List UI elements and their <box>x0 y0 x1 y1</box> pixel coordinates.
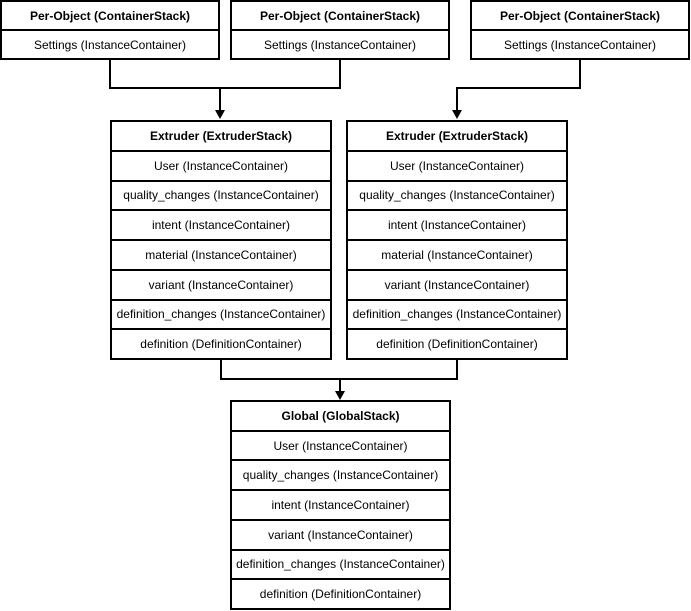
node-row: Settings (InstanceContainer) <box>472 29 688 58</box>
node-row: definition_changes (InstanceContainer) <box>232 548 449 579</box>
node-row: definition_changes (InstanceContainer) <box>112 298 330 329</box>
node-row: variant (InstanceContainer) <box>112 268 330 299</box>
node-title: Per-Object (ContainerStack) <box>499 8 661 23</box>
edge-stem-to-extruder-1 <box>219 88 221 110</box>
node-title: Extruder (ExtruderStack) <box>149 128 293 143</box>
node-row: User (InstanceContainer) <box>348 149 566 180</box>
node-row: User (InstanceContainer) <box>112 149 330 180</box>
node-row: material (InstanceContainer) <box>112 239 330 269</box>
node-row: Settings (InstanceContainer) <box>232 29 448 58</box>
node-row: variant (InstanceContainer) <box>232 518 449 549</box>
edge-merge-to-extruder-1 <box>109 87 341 89</box>
node-title: Global (GlobalStack) <box>281 408 400 423</box>
arrowhead-to-extruder-2 <box>452 110 462 119</box>
node-title: Per-Object (ContainerStack) <box>29 8 191 23</box>
edge-per-object-3-down <box>579 60 581 89</box>
edge-per-object-2-down <box>339 60 341 89</box>
node-row: definition (DefinitionContainer) <box>112 328 330 358</box>
node-title: Per-Object (ContainerStack) <box>259 8 421 23</box>
arrowhead-to-global <box>335 391 345 400</box>
node-row: Settings (InstanceContainer) <box>2 29 218 58</box>
node-row: User (InstanceContainer) <box>232 429 449 460</box>
edge-stem-to-extruder-2 <box>456 88 458 110</box>
node-row: material (InstanceContainer) <box>348 239 566 269</box>
node-global: Global (GlobalStack) User (InstanceConta… <box>230 400 451 610</box>
node-extruder-1: Extruder (ExtruderStack) User (InstanceC… <box>110 120 332 360</box>
edge-per-object-1-down <box>109 60 111 89</box>
edge-extruder-2-down <box>456 360 458 379</box>
node-row: intent (InstanceContainer) <box>112 209 330 239</box>
node-per-object-3: Per-Object (ContainerStack) Settings (In… <box>470 0 690 60</box>
arrowhead-to-extruder-1 <box>215 110 225 119</box>
node-extruder-2: Extruder (ExtruderStack) User (InstanceC… <box>346 120 568 360</box>
node-row: quality_changes (InstanceContainer) <box>112 179 330 210</box>
node-row: definition_changes (InstanceContainer) <box>348 298 566 329</box>
node-row: quality_changes (InstanceContainer) <box>232 459 449 489</box>
node-row: variant (InstanceContainer) <box>348 268 566 299</box>
edge-extruder-1-down <box>220 360 222 379</box>
node-row: intent (InstanceContainer) <box>348 209 566 239</box>
node-row: definition (DefinitionContainer) <box>232 578 449 608</box>
node-row: quality_changes (InstanceContainer) <box>348 179 566 210</box>
edge-to-extruder-2 <box>456 87 581 89</box>
node-row: intent (InstanceContainer) <box>232 489 449 519</box>
node-per-object-1: Per-Object (ContainerStack) Settings (In… <box>0 0 220 60</box>
node-title: Extruder (ExtruderStack) <box>385 128 529 143</box>
edge-stem-to-global <box>339 379 341 392</box>
node-per-object-2: Per-Object (ContainerStack) Settings (In… <box>230 0 450 60</box>
node-row: definition (DefinitionContainer) <box>348 328 566 358</box>
